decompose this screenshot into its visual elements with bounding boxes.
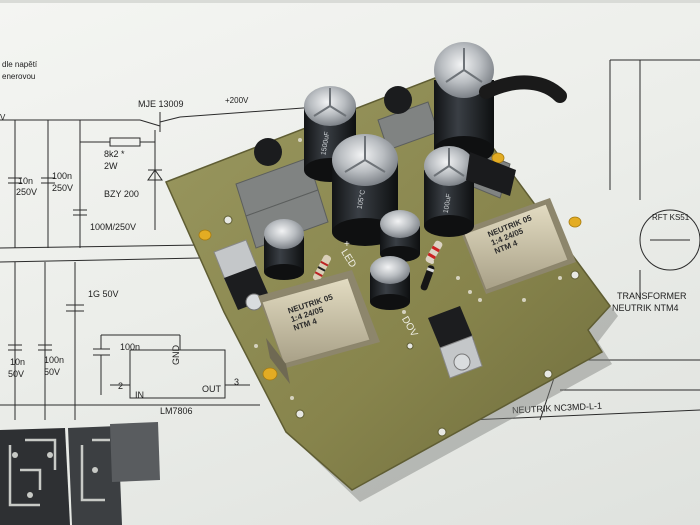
electrolytic-capacitor-8	[466, 152, 516, 196]
voltage-label: +200V	[225, 96, 249, 105]
cap-c-label: 100M/250V	[90, 222, 137, 232]
zener-label: BZY 200	[104, 189, 139, 199]
schematic-header-1: dle napětí	[2, 60, 38, 69]
cap-b-voltage: 250V	[52, 183, 74, 193]
electrolytic-capacitor-2	[434, 42, 494, 164]
electrolytic-capacitor-6	[380, 210, 420, 262]
cap-g-label: 100n	[120, 342, 141, 352]
regulator-label: LM7806	[160, 406, 193, 416]
cap-a-voltage: 250V	[16, 187, 38, 197]
cap-b-label: 100n	[52, 171, 73, 181]
diode-small	[420, 265, 435, 291]
audio-transformer-right	[460, 198, 576, 294]
transformer-model-label: NEUTRIK NTM4	[612, 303, 679, 313]
electrolytic-capacitor-3	[332, 134, 398, 246]
printed-pcb-artwork	[0, 422, 160, 525]
resistor-red	[425, 240, 443, 264]
voltage-regulator-right	[428, 306, 483, 379]
transformer-label: TRANSFORMER	[617, 291, 687, 301]
electrolytic-capacitor-4	[424, 146, 474, 237]
schematic-edge-voltage: V	[0, 113, 6, 122]
cap-f-voltage: 50V	[44, 367, 61, 377]
pin-3-label: 3	[234, 377, 240, 387]
pcb-plus-label: +	[344, 239, 350, 250]
resistor-small	[312, 254, 332, 282]
pin-in-label: IN	[135, 390, 144, 400]
pin-out-label: OUT	[202, 384, 221, 394]
pin-2-label: 2	[118, 381, 124, 391]
bridge-rectifiers	[254, 86, 412, 166]
cap-e-voltage: 50V	[8, 369, 25, 379]
electrolytic-capacitor-7	[370, 256, 410, 310]
cap-d-label: 1G 50V	[88, 289, 119, 299]
black-cable	[479, 75, 567, 103]
cap-e-label: 10n	[10, 357, 26, 367]
resistor-power-label: 2W	[104, 161, 118, 171]
schematic-header-2: enerovou	[2, 72, 36, 81]
tube-label: RFT KS51	[652, 213, 690, 222]
audio-transformer-left	[258, 270, 380, 384]
resistor-label: 8k2 *	[104, 149, 125, 159]
electrolytic-capacitor-5	[264, 219, 304, 280]
cap-f-label: 100n	[44, 355, 65, 365]
voltage-regulator-left	[213, 239, 270, 311]
transistor-label: MJE 13009	[138, 99, 184, 109]
cap-a-label: 10n	[18, 176, 34, 186]
